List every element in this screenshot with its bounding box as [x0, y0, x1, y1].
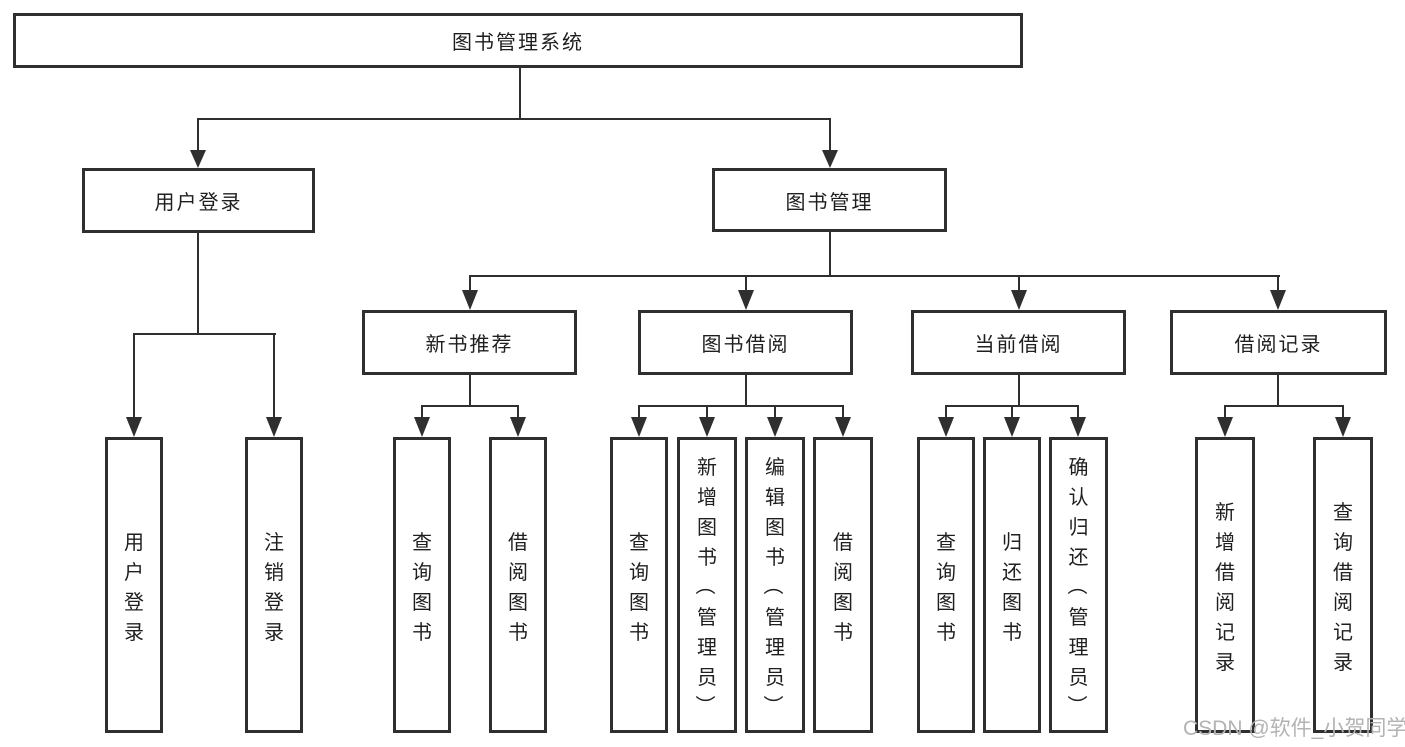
- arrowhead-current: [1011, 290, 1027, 310]
- connector-current-child1-stem: [945, 405, 947, 419]
- connector-newbooks-child1-stem: [421, 405, 423, 419]
- connector-current-arrow-stem: [1018, 275, 1020, 292]
- connector-newbooks-child2-stem: [517, 405, 519, 419]
- connector-login-child2-stem: [273, 333, 275, 417]
- node-root-label: 图书管理系统: [452, 32, 584, 54]
- connector-records-arrow-stem: [1277, 275, 1279, 292]
- arrowhead-current-child2: [1004, 417, 1020, 437]
- connector-level3-hbar: [469, 275, 1280, 277]
- connector-bookmgmt-stem: [829, 230, 831, 275]
- node-user-login: 用户登录: [82, 168, 315, 233]
- node-book-borrow: 图书借阅: [638, 310, 853, 375]
- leaf-return-book: 归还图书: [983, 437, 1041, 733]
- leaf-add-book-admin: 新增图书（管理员）: [677, 437, 737, 733]
- connector-records-stem: [1277, 373, 1279, 407]
- node-new-books-label: 新书推荐: [425, 334, 514, 356]
- arrowhead-login-child1: [126, 417, 142, 437]
- connector-borrow-arrow-stem: [745, 275, 747, 292]
- watermark: CSDN @软件_小贺同学: [1183, 717, 1405, 740]
- leaf-query-borrow-record: 查询借阅记录: [1313, 437, 1373, 733]
- node-new-books: 新书推荐: [362, 310, 577, 375]
- arrowhead-records-child1: [1217, 417, 1233, 437]
- leaf-query-books-current: 查询图书: [917, 437, 975, 733]
- connector-login-split-hbar: [133, 333, 276, 335]
- connector-bookmgmt-arrow-stem: [829, 118, 831, 152]
- arrowhead-borrow-child3: [767, 417, 783, 437]
- leaf-borrow-books-newbooks: 借阅图书: [489, 437, 547, 733]
- leaf-logout: 注销登录: [245, 437, 303, 733]
- connector-root-stem: [519, 68, 521, 118]
- leaf-user-login: 用户登录: [105, 437, 163, 733]
- arrowhead-borrow: [738, 290, 754, 310]
- arrowhead-borrow-child4: [835, 417, 851, 437]
- connector-borrow-child2-stem: [706, 405, 708, 419]
- arrowhead-login: [190, 150, 206, 168]
- arrowhead-records: [1270, 290, 1286, 310]
- arrowhead-borrow-child1: [631, 417, 647, 437]
- connector-level2-hbar: [197, 118, 831, 120]
- leaf-add-borrow-record: 新增借阅记录: [1195, 437, 1255, 733]
- node-book-borrow-label: 图书借阅: [701, 334, 790, 356]
- node-current-borrow: 当前借阅: [911, 310, 1126, 375]
- connector-current-child3-stem: [1077, 405, 1079, 419]
- arrowhead-borrow-child2: [699, 417, 715, 437]
- node-root: 图书管理系统: [13, 13, 1023, 68]
- connector-borrow-stem: [745, 373, 747, 407]
- leaf-confirm-return-admin: 确认归还（管理员）: [1049, 437, 1108, 733]
- connector-borrow-child3-stem: [774, 405, 776, 419]
- connector-current-stem: [1018, 373, 1020, 407]
- leaf-edit-book-admin: 编辑图书（管理员）: [745, 437, 805, 733]
- node-borrow-records: 借阅记录: [1170, 310, 1387, 375]
- arrowhead-login-child2: [266, 417, 282, 437]
- node-user-login-label: 用户登录: [154, 192, 243, 214]
- connector-borrow-child1-stem: [638, 405, 640, 419]
- connector-login-child1-stem: [133, 333, 135, 417]
- connector-records-split-hbar: [1224, 405, 1344, 407]
- arrowhead-current-child3: [1070, 417, 1086, 437]
- arrowhead-records-child2: [1335, 417, 1351, 437]
- leaf-borrow-book: 借阅图书: [813, 437, 873, 733]
- connector-login-stem: [197, 231, 199, 333]
- arrowhead-bookmgmt: [822, 150, 838, 168]
- leaf-query-books-newbooks: 查询图书: [393, 437, 451, 733]
- node-current-borrow-label: 当前借阅: [974, 334, 1063, 356]
- connector-login-arrow-stem: [197, 118, 199, 152]
- arrowhead-newbooks-child1: [414, 417, 430, 437]
- connector-borrow-split-hbar: [638, 405, 844, 407]
- connector-newbooks-arrow-stem: [469, 275, 471, 292]
- connector-records-child2-stem: [1342, 405, 1344, 419]
- connector-borrow-child4-stem: [842, 405, 844, 419]
- connector-current-child2-stem: [1011, 405, 1013, 419]
- arrowhead-newbooks-child2: [510, 417, 526, 437]
- arrowhead-current-child1: [938, 417, 954, 437]
- connector-newbooks-stem: [469, 373, 471, 407]
- node-book-mgmt-label: 图书管理: [785, 191, 874, 214]
- connector-newbooks-split-hbar: [421, 405, 519, 407]
- arrowhead-newbooks: [462, 290, 478, 310]
- leaf-query-books-borrow: 查询图书: [610, 437, 668, 733]
- node-borrow-records-label: 借阅记录: [1234, 334, 1323, 356]
- connector-records-child1-stem: [1224, 405, 1226, 419]
- node-book-mgmt: 图书管理: [712, 168, 947, 232]
